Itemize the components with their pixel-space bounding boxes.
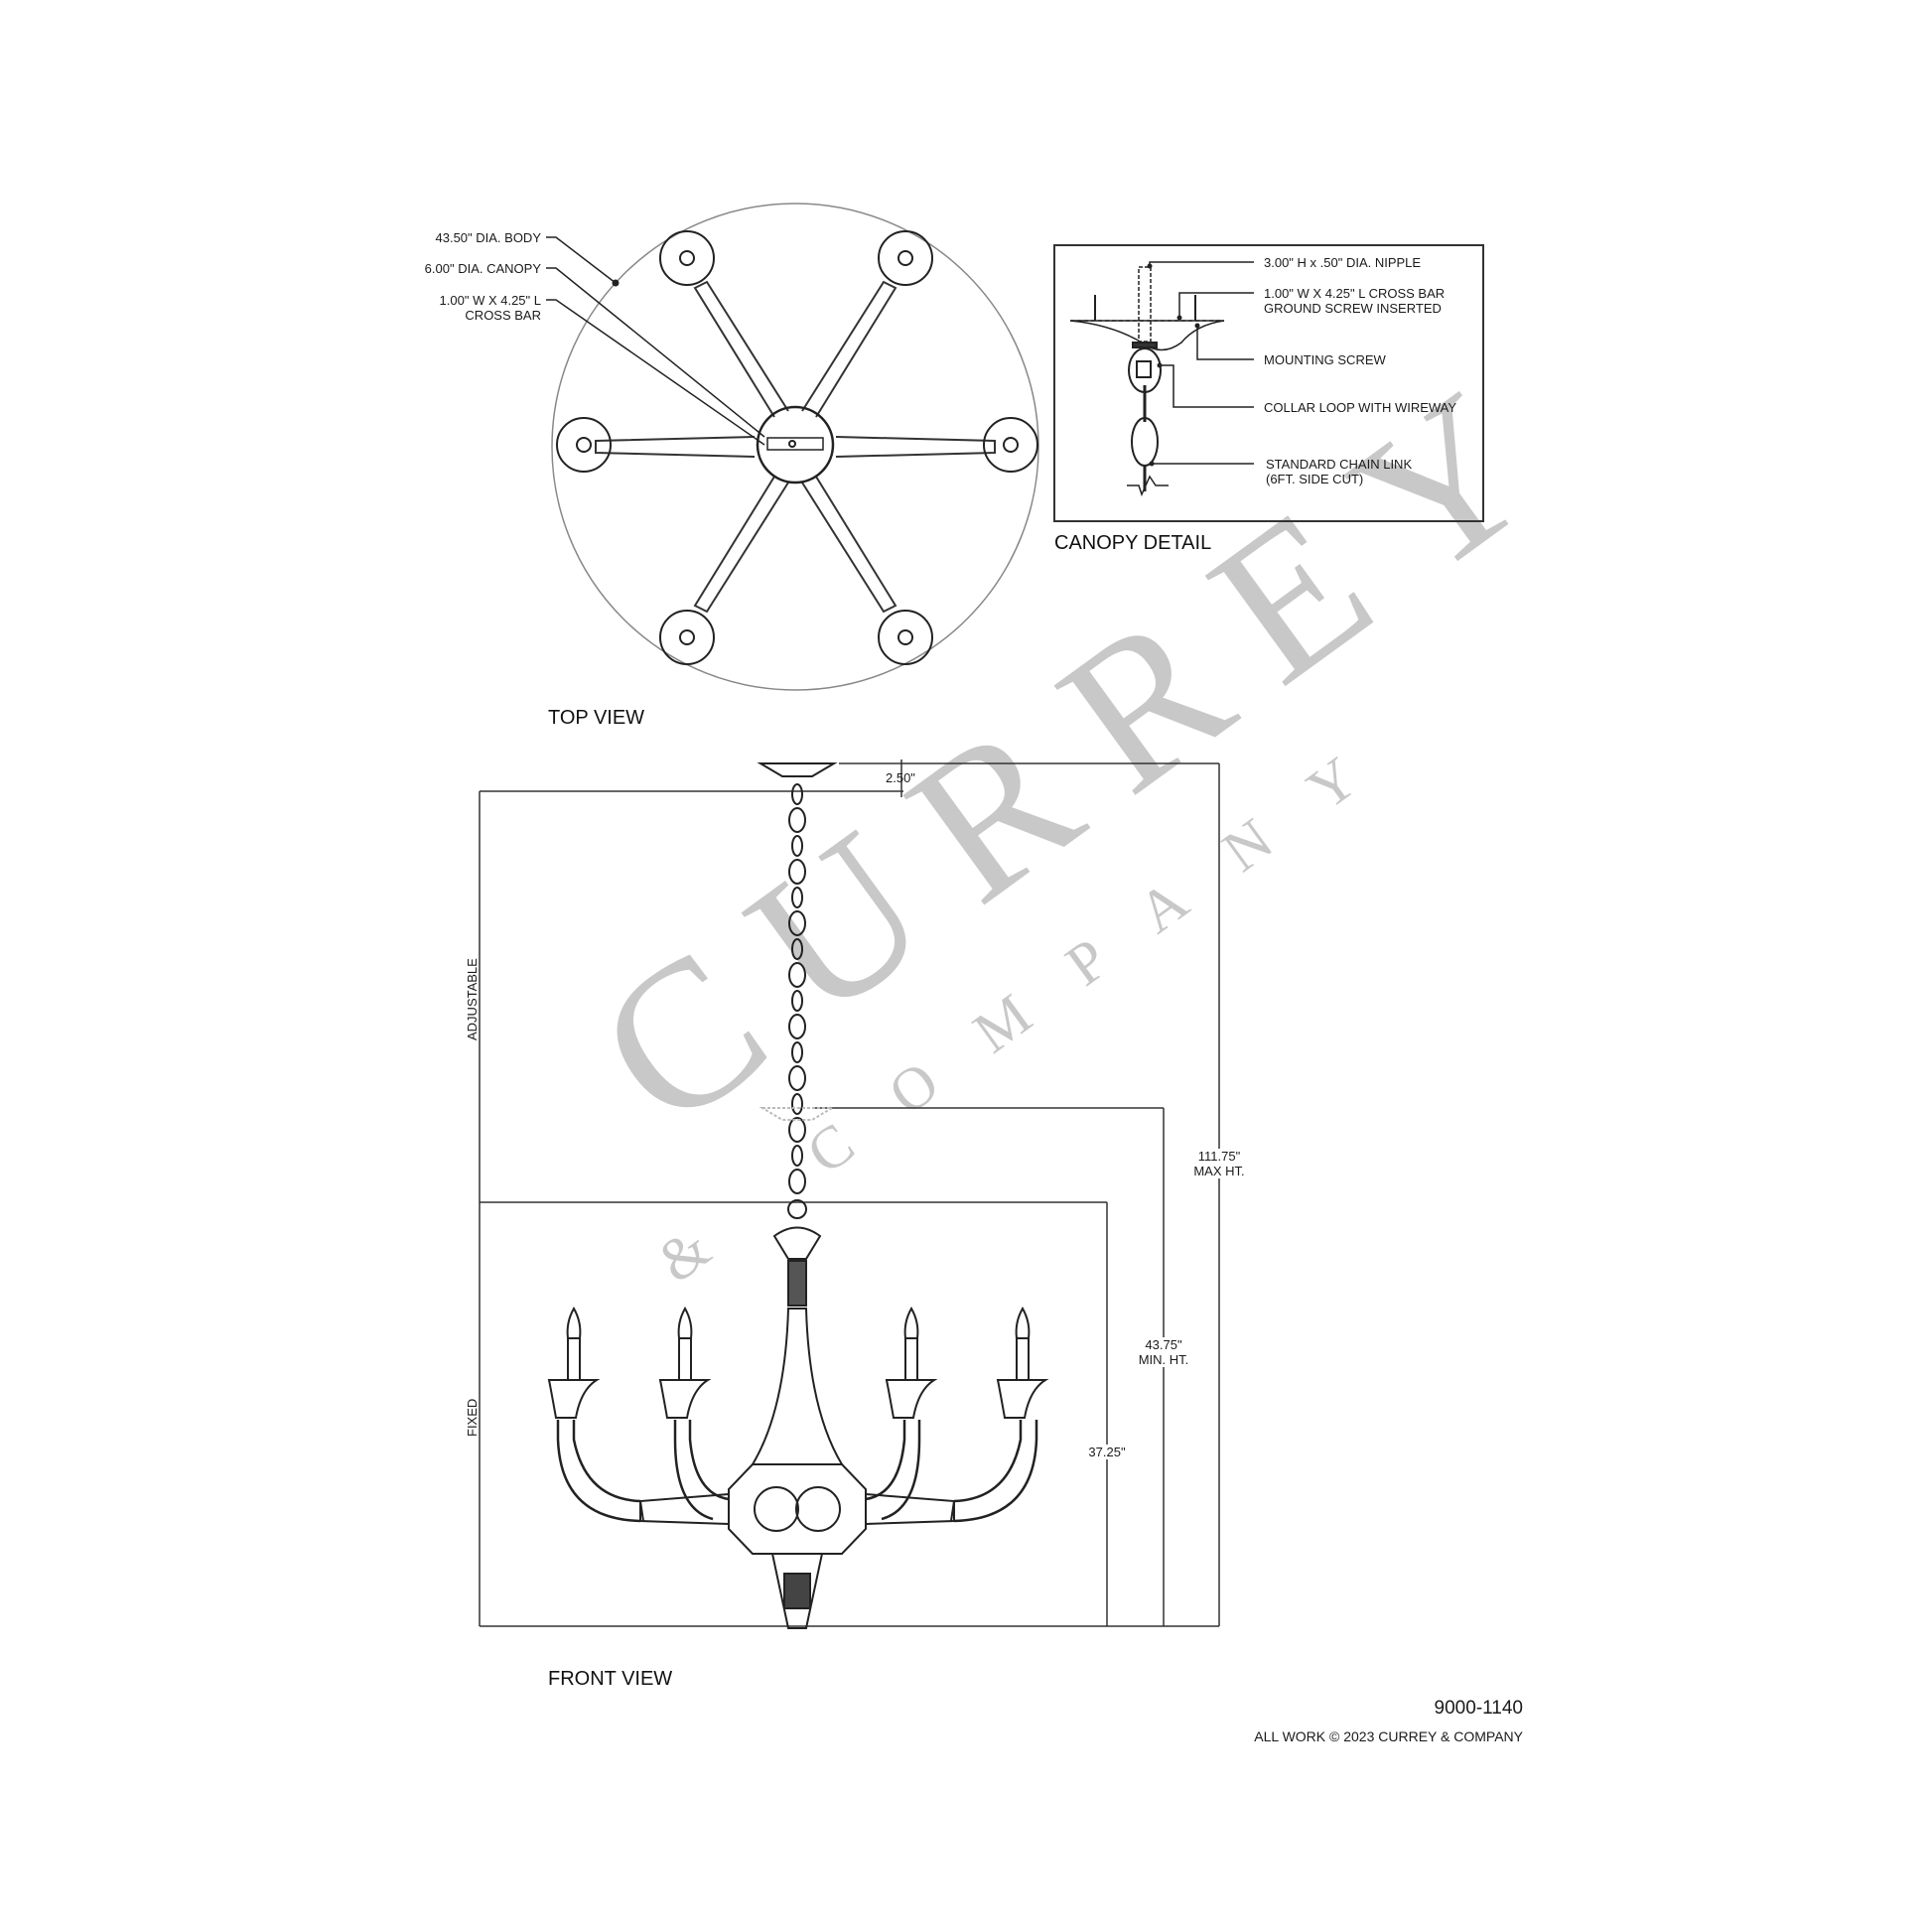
canopy-detail-title: CANOPY DETAIL [1054,532,1212,554]
callout-text-line2: CROSS BAR [465,308,541,323]
top-view-drawing [546,203,1039,691]
callout-text: COLLAR LOOP WITH WIREWAY [1264,400,1457,415]
callout-text: STANDARD CHAIN LINK [1266,457,1413,472]
callout-text-line2: (6FT. SIDE CUT) [1266,472,1364,486]
canopy-detail-drawing [1053,244,1484,522]
callout-collar-loop: COLLAR LOOP WITH WIREWAY [1264,400,1456,415]
callout-text: 3.00" H x .50" DIA. NIPPLE [1264,255,1422,270]
dim-max-height-label: MAX HT. [1193,1164,1245,1178]
copyright-notice: ALL WORK © 2023 CURREY & COMPANY [1254,1728,1523,1744]
dim-min-height: 43.75" MIN. HT. [1134,1337,1193,1367]
callout-text: 1.00" W X 4.25" L CROSS BAR [1264,286,1446,301]
side-label-adjustable: ADJUSTABLE [465,958,480,1040]
dim-canopy-height: 2.50" [886,770,915,785]
dim-max-height-value: 111.75" [1197,1149,1241,1164]
callout-text: 6.00" DIA. CANOPY [424,261,541,276]
callout-text: 1.00" W X 4.25" L [439,293,541,308]
callout-cross-bar: 1.00" W X 4.25" L CROSS BAR [440,293,541,323]
callout-text-line2: GROUND SCREW INSERTED [1264,301,1442,316]
dim-body-height: 37.25" [1082,1445,1132,1459]
front-view-title: FRONT VIEW [548,1668,673,1690]
callout-chain-link: STANDARD CHAIN LINK (6FT. SIDE CUT) [1266,457,1412,486]
model-number: 9000-1140 [1434,1698,1523,1719]
callout-text: MOUNTING SCREW [1264,352,1386,367]
callout-canopy-diameter: 6.00" DIA. CANOPY [425,261,541,276]
side-label-fixed: FIXED [465,1398,480,1437]
dim-min-height-label: MIN. HT. [1138,1352,1189,1367]
callout-cross-bar-ground-screw: 1.00" W X 4.25" L CROSS BAR GROUND SCREW… [1264,286,1445,316]
top-view-title: TOP VIEW [548,707,645,729]
callout-body-diameter: 43.50" DIA. BODY [436,230,542,245]
dim-min-height-value: 43.75" [1145,1337,1182,1352]
callout-text: 43.50" DIA. BODY [435,230,542,245]
front-view-drawing [479,759,1220,1629]
callout-mounting-screw: MOUNTING SCREW [1264,352,1386,367]
callout-nipple: 3.00" H x .50" DIA. NIPPLE [1264,255,1421,270]
dim-max-height: 111.75" MAX HT. [1189,1149,1249,1178]
